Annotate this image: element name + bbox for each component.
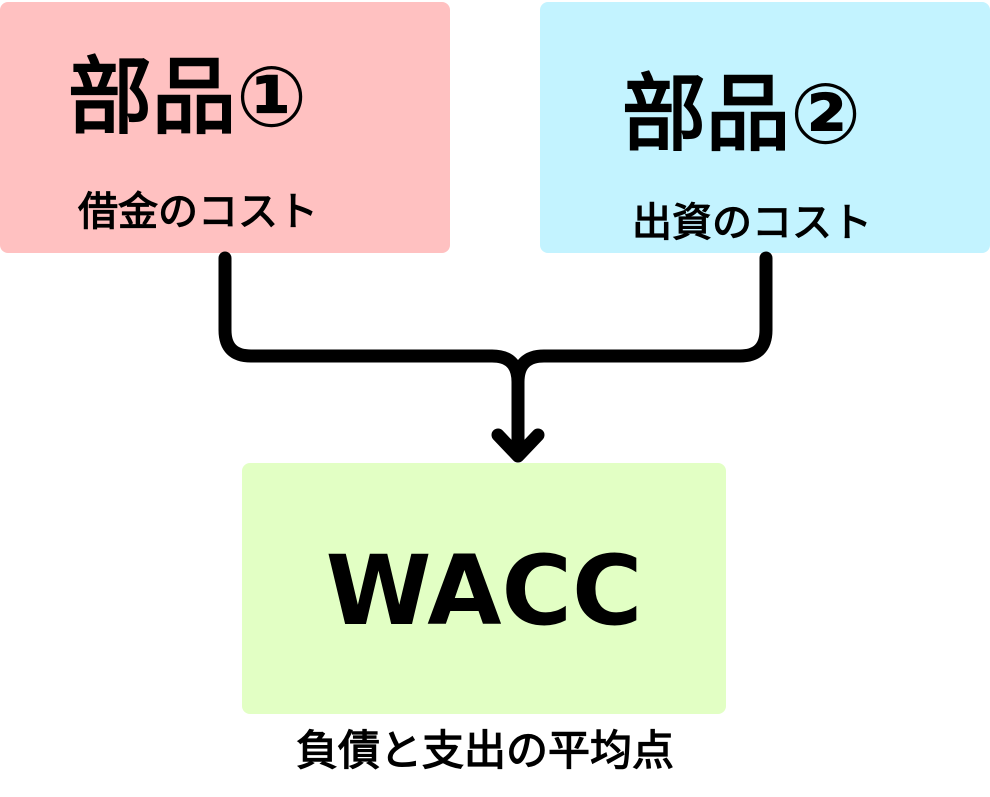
wacc-title: WACC <box>325 535 643 647</box>
part1-subtitle: 借金のコスト <box>78 189 318 235</box>
part2-box <box>540 2 990 253</box>
wacc-box: WACC <box>242 463 726 714</box>
part2-title: 部品② <box>622 65 862 163</box>
wacc-caption-text: 負債と支出の平均点 <box>295 726 674 775</box>
wacc-caption: 負債と支出の平均点 <box>0 730 990 772</box>
part1-box <box>0 2 450 253</box>
part1-title: 部品① <box>68 48 308 146</box>
part2-subtitle: 出資のコスト <box>632 200 872 246</box>
